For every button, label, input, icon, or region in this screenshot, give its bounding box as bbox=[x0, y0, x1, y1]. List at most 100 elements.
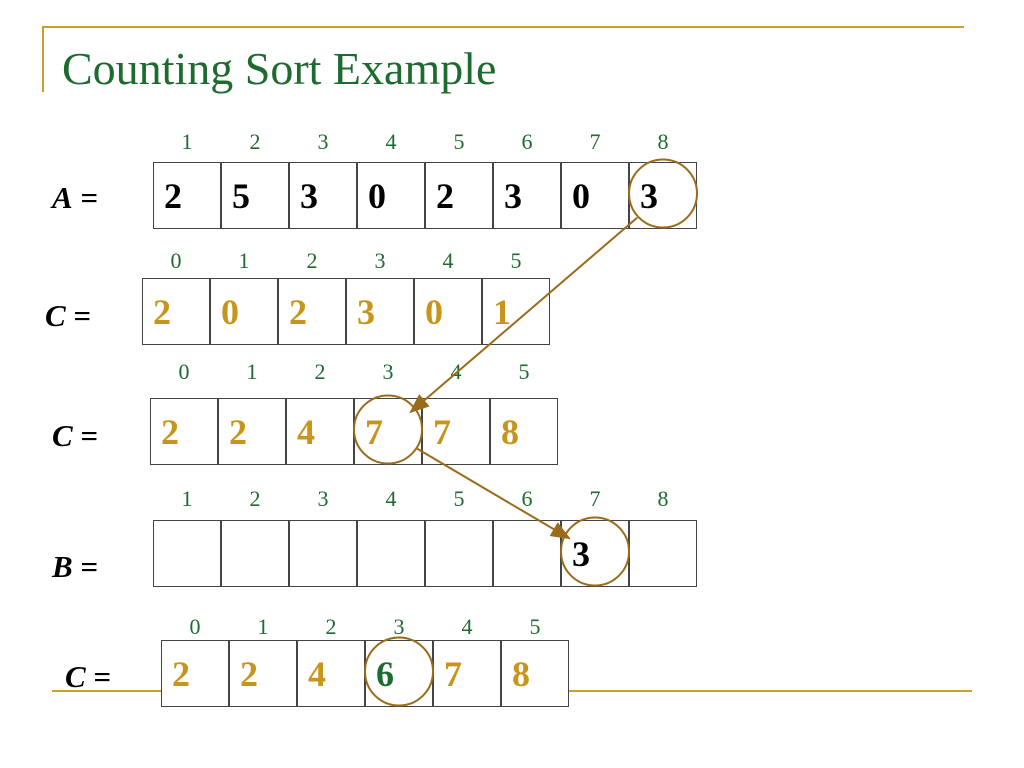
cell-index: 4 bbox=[385, 129, 397, 154]
row-label-letter: A bbox=[52, 180, 73, 215]
cell-index: 2 bbox=[249, 129, 261, 154]
row-label-equals: = bbox=[85, 659, 112, 694]
cell-value: 1 bbox=[493, 291, 511, 332]
array-cell bbox=[221, 520, 289, 587]
row-label: A = bbox=[52, 182, 98, 213]
cell-index: 5 bbox=[518, 359, 530, 384]
cell-value: 0 bbox=[425, 291, 443, 332]
row-label-letter: B bbox=[52, 549, 73, 584]
array-cell: 2 bbox=[229, 640, 297, 707]
cell-value: 7 bbox=[365, 411, 383, 452]
cell-value: 0 bbox=[221, 291, 239, 332]
cell-value: 2 bbox=[436, 175, 454, 216]
cell-index: 1 bbox=[181, 486, 193, 511]
cell-value: 4 bbox=[297, 411, 315, 452]
cell-value: 0 bbox=[572, 175, 590, 216]
array-cell: 8 bbox=[501, 640, 569, 707]
row-label: C = bbox=[45, 300, 91, 331]
cell-value: 8 bbox=[501, 411, 519, 452]
cell-index: 3 bbox=[317, 129, 329, 154]
cell-value: 2 bbox=[172, 653, 190, 694]
cell-value: 2 bbox=[240, 653, 258, 694]
array-cell: 2 bbox=[142, 278, 210, 345]
cell-value: 2 bbox=[161, 411, 179, 452]
cell-index: 2 bbox=[249, 486, 261, 511]
row-label-equals: = bbox=[65, 298, 92, 333]
cell-value: 8 bbox=[512, 653, 530, 694]
cell-index: 1 bbox=[181, 129, 193, 154]
array-cell: 3 bbox=[346, 278, 414, 345]
row-label: B = bbox=[52, 551, 98, 582]
array-cell: 0 bbox=[414, 278, 482, 345]
array-cell bbox=[629, 520, 697, 587]
array-cell bbox=[289, 520, 357, 587]
array-cell: 2 bbox=[278, 278, 346, 345]
cell-index: 1 bbox=[238, 248, 250, 273]
cell-index: 4 bbox=[442, 248, 454, 273]
cell-index: 8 bbox=[657, 129, 669, 154]
row-label: C = bbox=[65, 661, 111, 692]
cell-value: 0 bbox=[368, 175, 386, 216]
array-cell: 0 bbox=[210, 278, 278, 345]
array-cell: 7 bbox=[422, 398, 490, 465]
cell-index: 0 bbox=[178, 359, 190, 384]
cell-index: 0 bbox=[170, 248, 182, 273]
cell-index: 3 bbox=[317, 486, 329, 511]
array-cell: 4 bbox=[297, 640, 365, 707]
top-rule bbox=[42, 26, 964, 28]
cell-index: 5 bbox=[529, 614, 541, 639]
array-cell: 4 bbox=[286, 398, 354, 465]
highlight-circle bbox=[353, 394, 423, 465]
row-label-equals: = bbox=[72, 549, 99, 584]
cell-index: 8 bbox=[657, 486, 669, 511]
slide-title: Counting Sort Example bbox=[62, 43, 497, 94]
array-cell: 5 bbox=[221, 162, 289, 229]
cell-value: 3 bbox=[640, 175, 658, 216]
cell-index: 0 bbox=[189, 614, 201, 639]
array-cell: 0 bbox=[357, 162, 425, 229]
cell-index: 2 bbox=[325, 614, 337, 639]
cell-index: 7 bbox=[589, 486, 601, 511]
cell-value: 2 bbox=[229, 411, 247, 452]
cell-value: 3 bbox=[504, 175, 522, 216]
cell-index: 4 bbox=[450, 359, 462, 384]
cell-index: 5 bbox=[453, 129, 465, 154]
cell-value: 6 bbox=[376, 653, 394, 694]
cell-value: 7 bbox=[433, 411, 451, 452]
array-cell: 1 bbox=[482, 278, 550, 345]
cell-index: 3 bbox=[393, 614, 405, 639]
cell-value: 3 bbox=[572, 533, 590, 574]
array-cell: 2 bbox=[161, 640, 229, 707]
arrow-line bbox=[409, 216, 638, 414]
cell-value: 2 bbox=[153, 291, 171, 332]
array-cell: 2 bbox=[153, 162, 221, 229]
cell-value: 3 bbox=[300, 175, 318, 216]
highlight-circle bbox=[560, 516, 630, 587]
cell-index: 3 bbox=[382, 359, 394, 384]
left-rule bbox=[42, 26, 44, 92]
cell-index: 1 bbox=[246, 359, 258, 384]
array-cell: 7 bbox=[433, 640, 501, 707]
cell-index: 1 bbox=[257, 614, 269, 639]
highlight-circle bbox=[364, 636, 434, 707]
cell-value: 7 bbox=[444, 653, 462, 694]
array-cell bbox=[153, 520, 221, 587]
cell-index: 5 bbox=[453, 486, 465, 511]
array-cell bbox=[357, 520, 425, 587]
row-label-equals: = bbox=[72, 418, 99, 453]
cell-index: 6 bbox=[521, 129, 533, 154]
array-cell: 2 bbox=[150, 398, 218, 465]
row-label-letter: C bbox=[45, 298, 66, 333]
cell-value: 2 bbox=[289, 291, 307, 332]
array-cell: 2 bbox=[425, 162, 493, 229]
array-cell: 3 bbox=[289, 162, 357, 229]
cell-index: 7 bbox=[589, 129, 601, 154]
cell-value: 5 bbox=[232, 175, 250, 216]
array-cell: 3 bbox=[493, 162, 561, 229]
array-cell bbox=[425, 520, 493, 587]
cell-index: 2 bbox=[306, 248, 318, 273]
cell-index: 2 bbox=[314, 359, 326, 384]
cell-index: 6 bbox=[521, 486, 533, 511]
cell-index: 3 bbox=[374, 248, 386, 273]
